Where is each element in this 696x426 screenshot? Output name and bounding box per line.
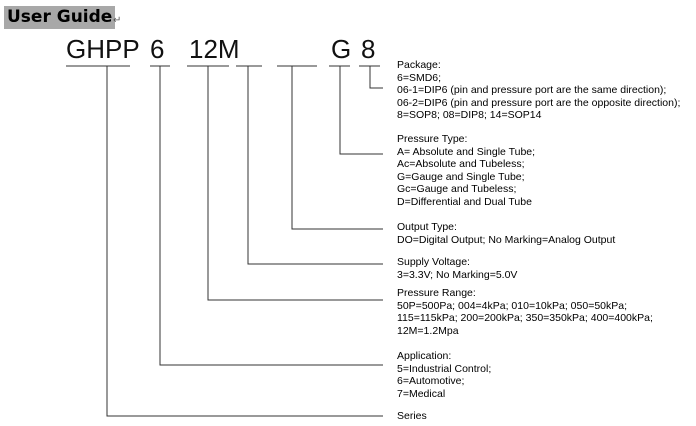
desc-pressure-range-line: 115=115kPa; 200=200kPa; 350=350kPa; 400=… bbox=[397, 312, 653, 324]
desc-output-type: Output Type: DO=Digital Output; No Marki… bbox=[397, 221, 615, 246]
desc-package-line: 06-1=DIP6 (pin and pressure port are the… bbox=[397, 84, 667, 96]
desc-application-line: 5=Industrial Control; bbox=[397, 362, 492, 375]
leader-supply-voltage bbox=[247, 66, 383, 265]
code-pressure-type: G bbox=[331, 34, 352, 64]
desc-package-line: 6=SMD6; bbox=[397, 71, 442, 84]
desc-pressure-range-line: 12M=1.2Mpa bbox=[397, 324, 459, 337]
desc-pressure-type: Pressure Type: A= Absolute and Single Tu… bbox=[397, 133, 535, 208]
leader-application bbox=[159, 66, 383, 366]
desc-pressure-range-heading: Pressure Range: bbox=[397, 287, 476, 299]
desc-output-type-line: DO=Digital Output; No Marking=Analog Out… bbox=[397, 233, 616, 246]
desc-application-line: 7=Medical bbox=[397, 387, 446, 400]
leader-pressure-type bbox=[339, 66, 383, 155]
code-pressure-range: 12M bbox=[189, 34, 240, 64]
desc-application-line: 6=Automotive; bbox=[397, 375, 465, 387]
leader-output-type bbox=[291, 66, 383, 230]
code-series: GHPP bbox=[66, 34, 140, 64]
leader-pressure-range bbox=[207, 66, 383, 301]
desc-pressure-type-line: Ac=Absolute and Tubeless; bbox=[397, 158, 525, 170]
desc-pressure-type-line: G=Gauge and Single Tube; bbox=[397, 170, 525, 183]
desc-supply-voltage-line: 3=3.3V; No Marking=5.0V bbox=[397, 268, 518, 281]
desc-pressure-type-heading: Pressure Type: bbox=[397, 133, 468, 145]
desc-pressure-type-line: D=Differential and Dual Tube bbox=[397, 195, 532, 208]
desc-package: Package: 6=SMD6; 06-1=DIP6 (pin and pres… bbox=[397, 59, 680, 122]
desc-package-heading: Package: bbox=[397, 59, 441, 71]
desc-supply-voltage-heading: Supply Voltage: bbox=[397, 256, 470, 268]
desc-pressure-range: Pressure Range: 50P=500Pa; 004=4kPa; 010… bbox=[397, 287, 653, 337]
paragraph-mark-icon: ↵ bbox=[113, 15, 122, 26]
desc-supply-voltage: Supply Voltage: 3=3.3V; No Marking=5.0V bbox=[397, 256, 517, 281]
desc-package-line: 06-2=DIP6 (pin and pressure port are the… bbox=[397, 96, 681, 109]
leader-series bbox=[106, 66, 383, 417]
desc-package-line: 8=SOP8; 08=DIP8; 14=SOP14 bbox=[397, 109, 542, 121]
desc-output-type-heading: Output Type: bbox=[397, 221, 457, 233]
desc-series: Series bbox=[397, 410, 427, 423]
page-title: User Guide bbox=[4, 6, 116, 29]
desc-pressure-type-line: A= Absolute and Single Tube; bbox=[397, 145, 536, 158]
desc-application-heading: Application: bbox=[397, 350, 452, 362]
desc-pressure-range-line: 50P=500Pa; 004=4kPa; 010=10kPa; 050=50kP… bbox=[397, 299, 628, 312]
desc-application: Application: 5=Industrial Control; 6=Aut… bbox=[397, 350, 491, 400]
leader-package bbox=[369, 66, 383, 89]
desc-pressure-type-line: Gc=Gauge and Tubeless; bbox=[397, 183, 517, 195]
code-package: 8 bbox=[361, 34, 376, 64]
code-application: 6 bbox=[150, 34, 165, 64]
desc-series-heading: Series bbox=[397, 410, 427, 422]
